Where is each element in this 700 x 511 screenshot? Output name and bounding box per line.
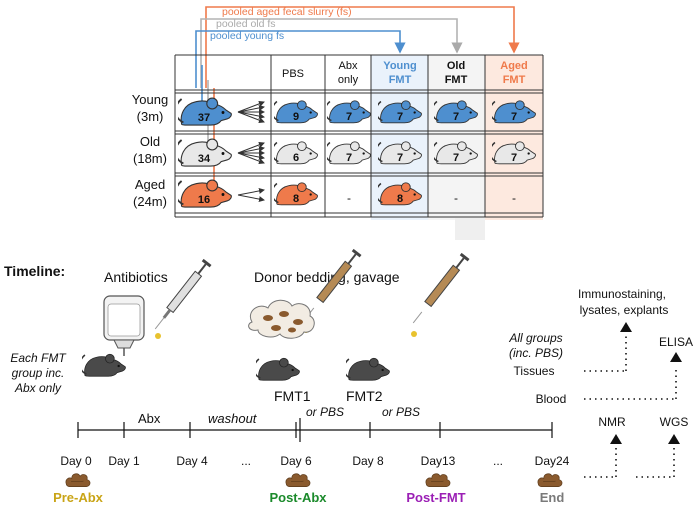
- pool-aged-label: pooled aged fecal slurry (fs): [222, 6, 352, 18]
- col-young-line1: Young: [383, 60, 416, 72]
- mouse-icon: [348, 357, 390, 381]
- row-aged-line1: Aged: [135, 177, 165, 192]
- old-afmt-count: 7: [511, 152, 517, 164]
- aged-ofmt-count: -: [454, 191, 458, 205]
- split-arrows: [237, 100, 265, 124]
- aged-afmt-count: -: [512, 191, 516, 205]
- immuno-line2: lysates, explants: [580, 303, 669, 317]
- nmr-label: NMR: [598, 415, 626, 429]
- bedding-cloud-icon: [248, 299, 315, 339]
- each-fmt-line2: group inc.: [12, 366, 65, 380]
- old-yfmt-count: 7: [397, 152, 403, 164]
- aged-total-count: 16: [198, 194, 210, 206]
- col-young-line2: FMT: [389, 74, 412, 86]
- stool-sample-icon: [537, 473, 563, 487]
- col-aged-line2: FMT: [503, 74, 526, 86]
- ellipsis-2: ...: [493, 454, 503, 468]
- day-0: Day 0: [60, 454, 92, 468]
- young-total-count: 37: [198, 112, 210, 124]
- day-1: Day 1: [108, 454, 140, 468]
- water-bottle-icon: [103, 295, 145, 356]
- syringe-icon: [411, 252, 470, 337]
- aged-fmt-column-shade: [485, 55, 543, 220]
- col-abx-line1: Abx: [339, 60, 358, 72]
- aged-row-mice: 16 8 - 8 - -: [178, 179, 516, 208]
- or-pbs-1: or PBS: [306, 405, 344, 419]
- elisa-label: ELISA: [659, 335, 693, 349]
- col-old-line1: Old: [447, 60, 465, 72]
- day-8: Day 8: [352, 454, 384, 468]
- timeline-axis: [77, 418, 553, 442]
- or-pbs-2: or PBS: [382, 405, 420, 419]
- row-young-line2: (3m): [137, 109, 164, 124]
- split-arrows: [237, 187, 265, 203]
- old-row-mice: 34 6 7 7 7 7: [178, 138, 536, 167]
- old-abx-count: 7: [346, 152, 352, 164]
- immuno-line1: Immunostaining,: [578, 287, 666, 301]
- col-aged-line1: Aged: [500, 60, 528, 72]
- young-row-mice: 37 9 7 7 7 7: [178, 97, 536, 126]
- design-table: pooled aged fecal slurry (fs) pooled old…: [132, 6, 544, 240]
- assay-arrowheads: [610, 322, 682, 444]
- donor-label: Donor bedding, gavage: [254, 269, 400, 285]
- blood-label: Blood: [536, 392, 567, 406]
- stage-pre-abx: Pre-Abx: [53, 490, 104, 505]
- tissues-label: Tissues: [514, 364, 555, 378]
- stage-end: End: [540, 490, 565, 505]
- young-afmt-count: 7: [511, 111, 517, 123]
- aged-pbs-count: 8: [293, 193, 299, 205]
- old-fmt-column-shade: [428, 55, 485, 220]
- timeline-section: Timeline: Antibiotics Donor bedding, gav…: [4, 248, 693, 505]
- old-pbs-count: 6: [293, 152, 299, 164]
- day-13: Day13: [421, 454, 456, 468]
- col-old-line2: FMT: [445, 74, 468, 86]
- mouse-icon: [258, 357, 300, 381]
- stool-sample-icon: [285, 473, 311, 487]
- fmt1-label: FMT1: [274, 388, 311, 404]
- col-pbs: PBS: [282, 68, 304, 80]
- young-pbs-count: 9: [293, 111, 299, 123]
- row-young-line1: Young: [132, 92, 168, 107]
- day-6: Day 6: [280, 454, 312, 468]
- ellipsis-1: ...: [241, 454, 251, 468]
- old-ofmt-count: 7: [453, 152, 459, 164]
- young-abx-count: 7: [346, 111, 352, 123]
- table-grid: [174, 54, 544, 218]
- each-fmt-line1: Each FMT: [10, 351, 67, 365]
- all-groups-line2: (inc. PBS): [509, 346, 563, 360]
- dotted-leaders: [584, 336, 677, 478]
- day-4: Day 4: [176, 454, 208, 468]
- timeline-heading: Timeline:: [4, 263, 65, 279]
- pool-old-label: pooled old fs: [216, 18, 276, 30]
- row-old-line1: Old: [140, 134, 160, 149]
- stage-post-fmt: Post-FMT: [406, 490, 465, 505]
- old-total-count: 34: [198, 153, 211, 165]
- col-abx-line2: only: [338, 74, 359, 86]
- antibiotics-label: Antibiotics: [104, 269, 168, 285]
- table-shadow: [455, 218, 485, 240]
- row-aged-line2: (24m): [133, 194, 167, 209]
- fmt2-label: FMT2: [346, 388, 383, 404]
- aged-yfmt-count: 8: [397, 193, 403, 205]
- each-fmt-line3: Abx only: [14, 381, 62, 395]
- young-yfmt-count: 7: [397, 111, 403, 123]
- all-groups-line1: All groups: [508, 331, 562, 345]
- syringe-icon: [154, 258, 212, 339]
- pool-young-label: pooled young fs: [210, 30, 284, 42]
- young-ofmt-count: 7: [453, 111, 459, 123]
- washout-label: washout: [208, 411, 258, 426]
- day-24: Day24: [535, 454, 570, 468]
- stool-sample-icon: [425, 473, 451, 487]
- stage-post-abx: Post-Abx: [269, 490, 327, 505]
- wgs-label: WGS: [660, 415, 689, 429]
- stool-sample-icon: [65, 473, 91, 487]
- abx-period-label: Abx: [138, 411, 161, 426]
- timeline-mice: [82, 353, 390, 381]
- mouse-icon: [84, 353, 126, 377]
- aged-abx-count: -: [347, 191, 351, 205]
- split-arrows: [237, 141, 265, 165]
- row-old-line2: (18m): [133, 151, 167, 166]
